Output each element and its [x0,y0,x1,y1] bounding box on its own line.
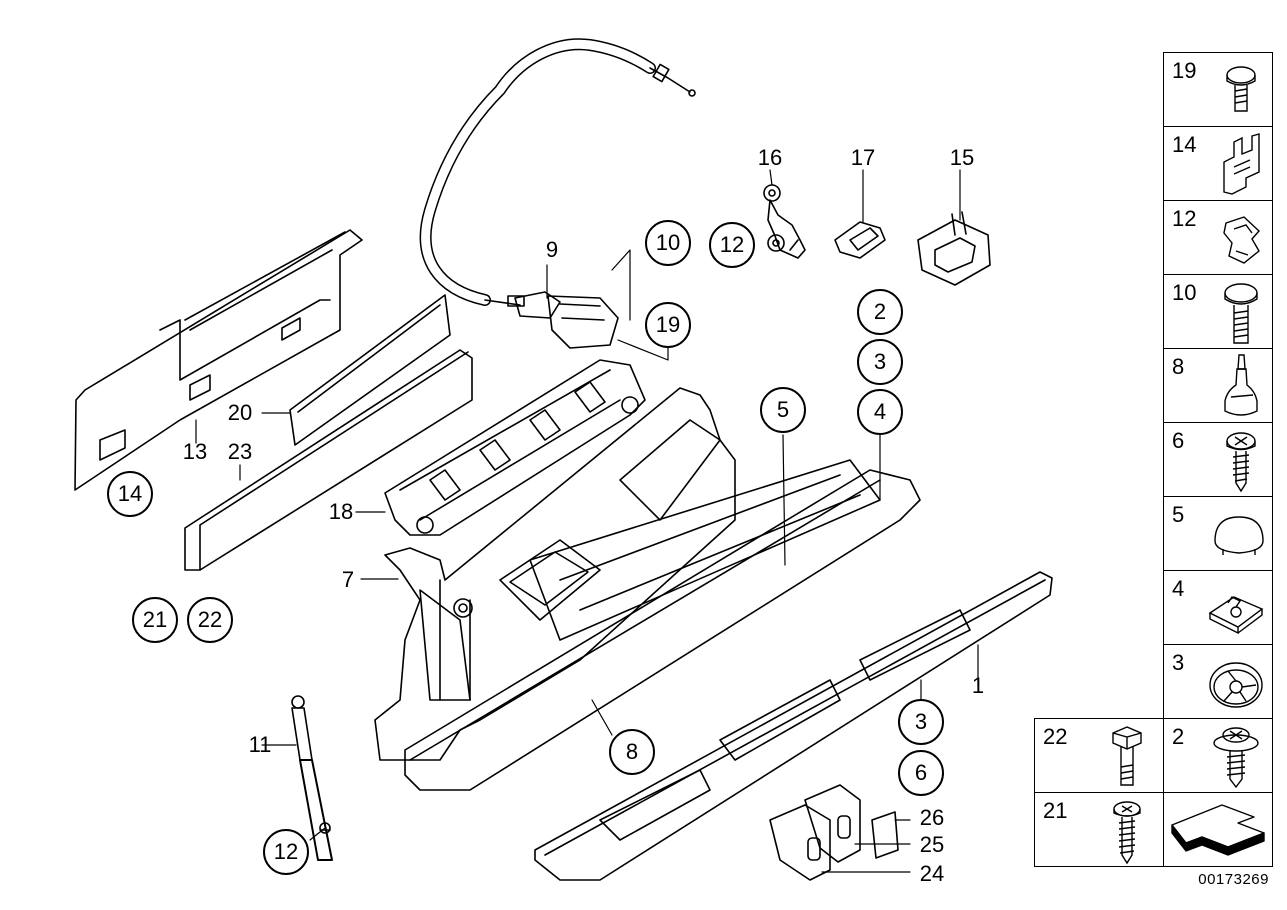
bolt-icon [1224,283,1258,344]
lever-bracket-part [763,184,806,259]
circled-callout-6: 6 [898,750,944,796]
circled-callout-14: 14 [107,471,153,517]
side-trim-panel-part [74,229,363,491]
circled-callout-22: 22 [187,597,233,643]
clip-nut-icon [1223,216,1260,264]
legend-number: 19 [1172,58,1197,83]
legend-number: 6 [1172,428,1185,453]
callout-18: 18 [328,499,354,524]
circled-callout-10: 10 [645,220,691,266]
callout-1: 1 [971,673,985,698]
legend-number: 3 [1172,650,1185,675]
hex-bolt-icon [1112,726,1142,786]
callout-15: 15 [949,145,975,170]
upper-rail-part [384,359,646,536]
legend-number: 10 [1172,280,1197,305]
slider-cover-part [834,221,886,259]
circled-callout-21: 21 [132,597,178,643]
legend-cell-8: 8 [1163,348,1273,423]
cover-strip-part [184,349,473,571]
rubber-buffer-icon [1224,354,1258,416]
legend-number: 2 [1172,724,1185,749]
legend-number: 14 [1172,132,1197,157]
callout-9: 9 [545,237,559,262]
clip-bracket-icon [1223,133,1260,195]
circled-callout-2: 2 [857,289,903,335]
circled-callout-3: 3 [857,339,903,385]
legend-cell-5: 5 [1163,496,1273,571]
arrow-direction-icon [1171,804,1265,856]
legend-cell-6: 6 [1163,422,1273,497]
legend-cell-22: 22 [1034,718,1164,793]
callout-25: 25 [919,832,945,857]
callout-26: 26 [919,805,945,830]
legend-cell-2: 2 [1163,718,1273,793]
circled-callout-3b: 3 [898,699,944,745]
callout-17: 17 [850,145,876,170]
legend-number: 22 [1043,724,1068,749]
legend-cell-4: 4 [1163,570,1273,645]
legend-cell-10: 10 [1163,274,1273,349]
callout-24: 24 [919,861,945,886]
trim-strip-part [289,294,451,446]
diagram-number: 00173269 [1198,871,1269,888]
screw-washer-icon [1213,727,1259,789]
seat-base-frame-part [374,387,736,761]
legend-cell-3: 3 [1163,644,1273,719]
callout-16: 16 [757,145,783,170]
callout-23: 23 [227,439,253,464]
circled-callout-19: 19 [645,302,691,348]
legend-number: 4 [1172,576,1185,601]
circled-callout-12: 12 [709,222,755,268]
lower-rail-part [534,571,1053,881]
speed-nut-icon [1208,596,1264,635]
callout-20: 20 [227,400,253,425]
washer-icon [1209,662,1263,708]
callout-7: 7 [341,567,355,592]
legend-cell-19: 19 [1163,52,1273,127]
circled-callout-12b: 12 [263,829,309,875]
circled-callout-5: 5 [760,387,806,433]
circled-callout-8: 8 [609,729,655,775]
end-caps-part [769,784,899,881]
cable-connector-part [507,291,619,349]
seat-rail-part [404,459,921,791]
gas-spring-part [291,695,333,861]
legend-cell-12: 12 [1163,200,1273,275]
legend-number: 8 [1172,354,1185,379]
callout-13: 13 [182,439,208,464]
legend-cell-21: 21 [1034,792,1164,867]
legend-number: 12 [1172,206,1197,231]
legend-number: 5 [1172,502,1185,527]
bowden-cable [419,38,696,306]
callout-11: 11 [248,732,272,757]
circled-callout-4: 4 [857,389,903,435]
legend-cell-14: 14 [1163,126,1273,201]
legend-number: 21 [1043,798,1068,823]
cap-plug-icon [1214,516,1264,555]
screw-torx-icon [1226,66,1256,112]
legend-cell-arrow [1163,792,1273,867]
screw-self-tapping-icon [1226,432,1256,493]
release-handle-part [917,211,991,286]
screw-icon [1113,801,1141,865]
